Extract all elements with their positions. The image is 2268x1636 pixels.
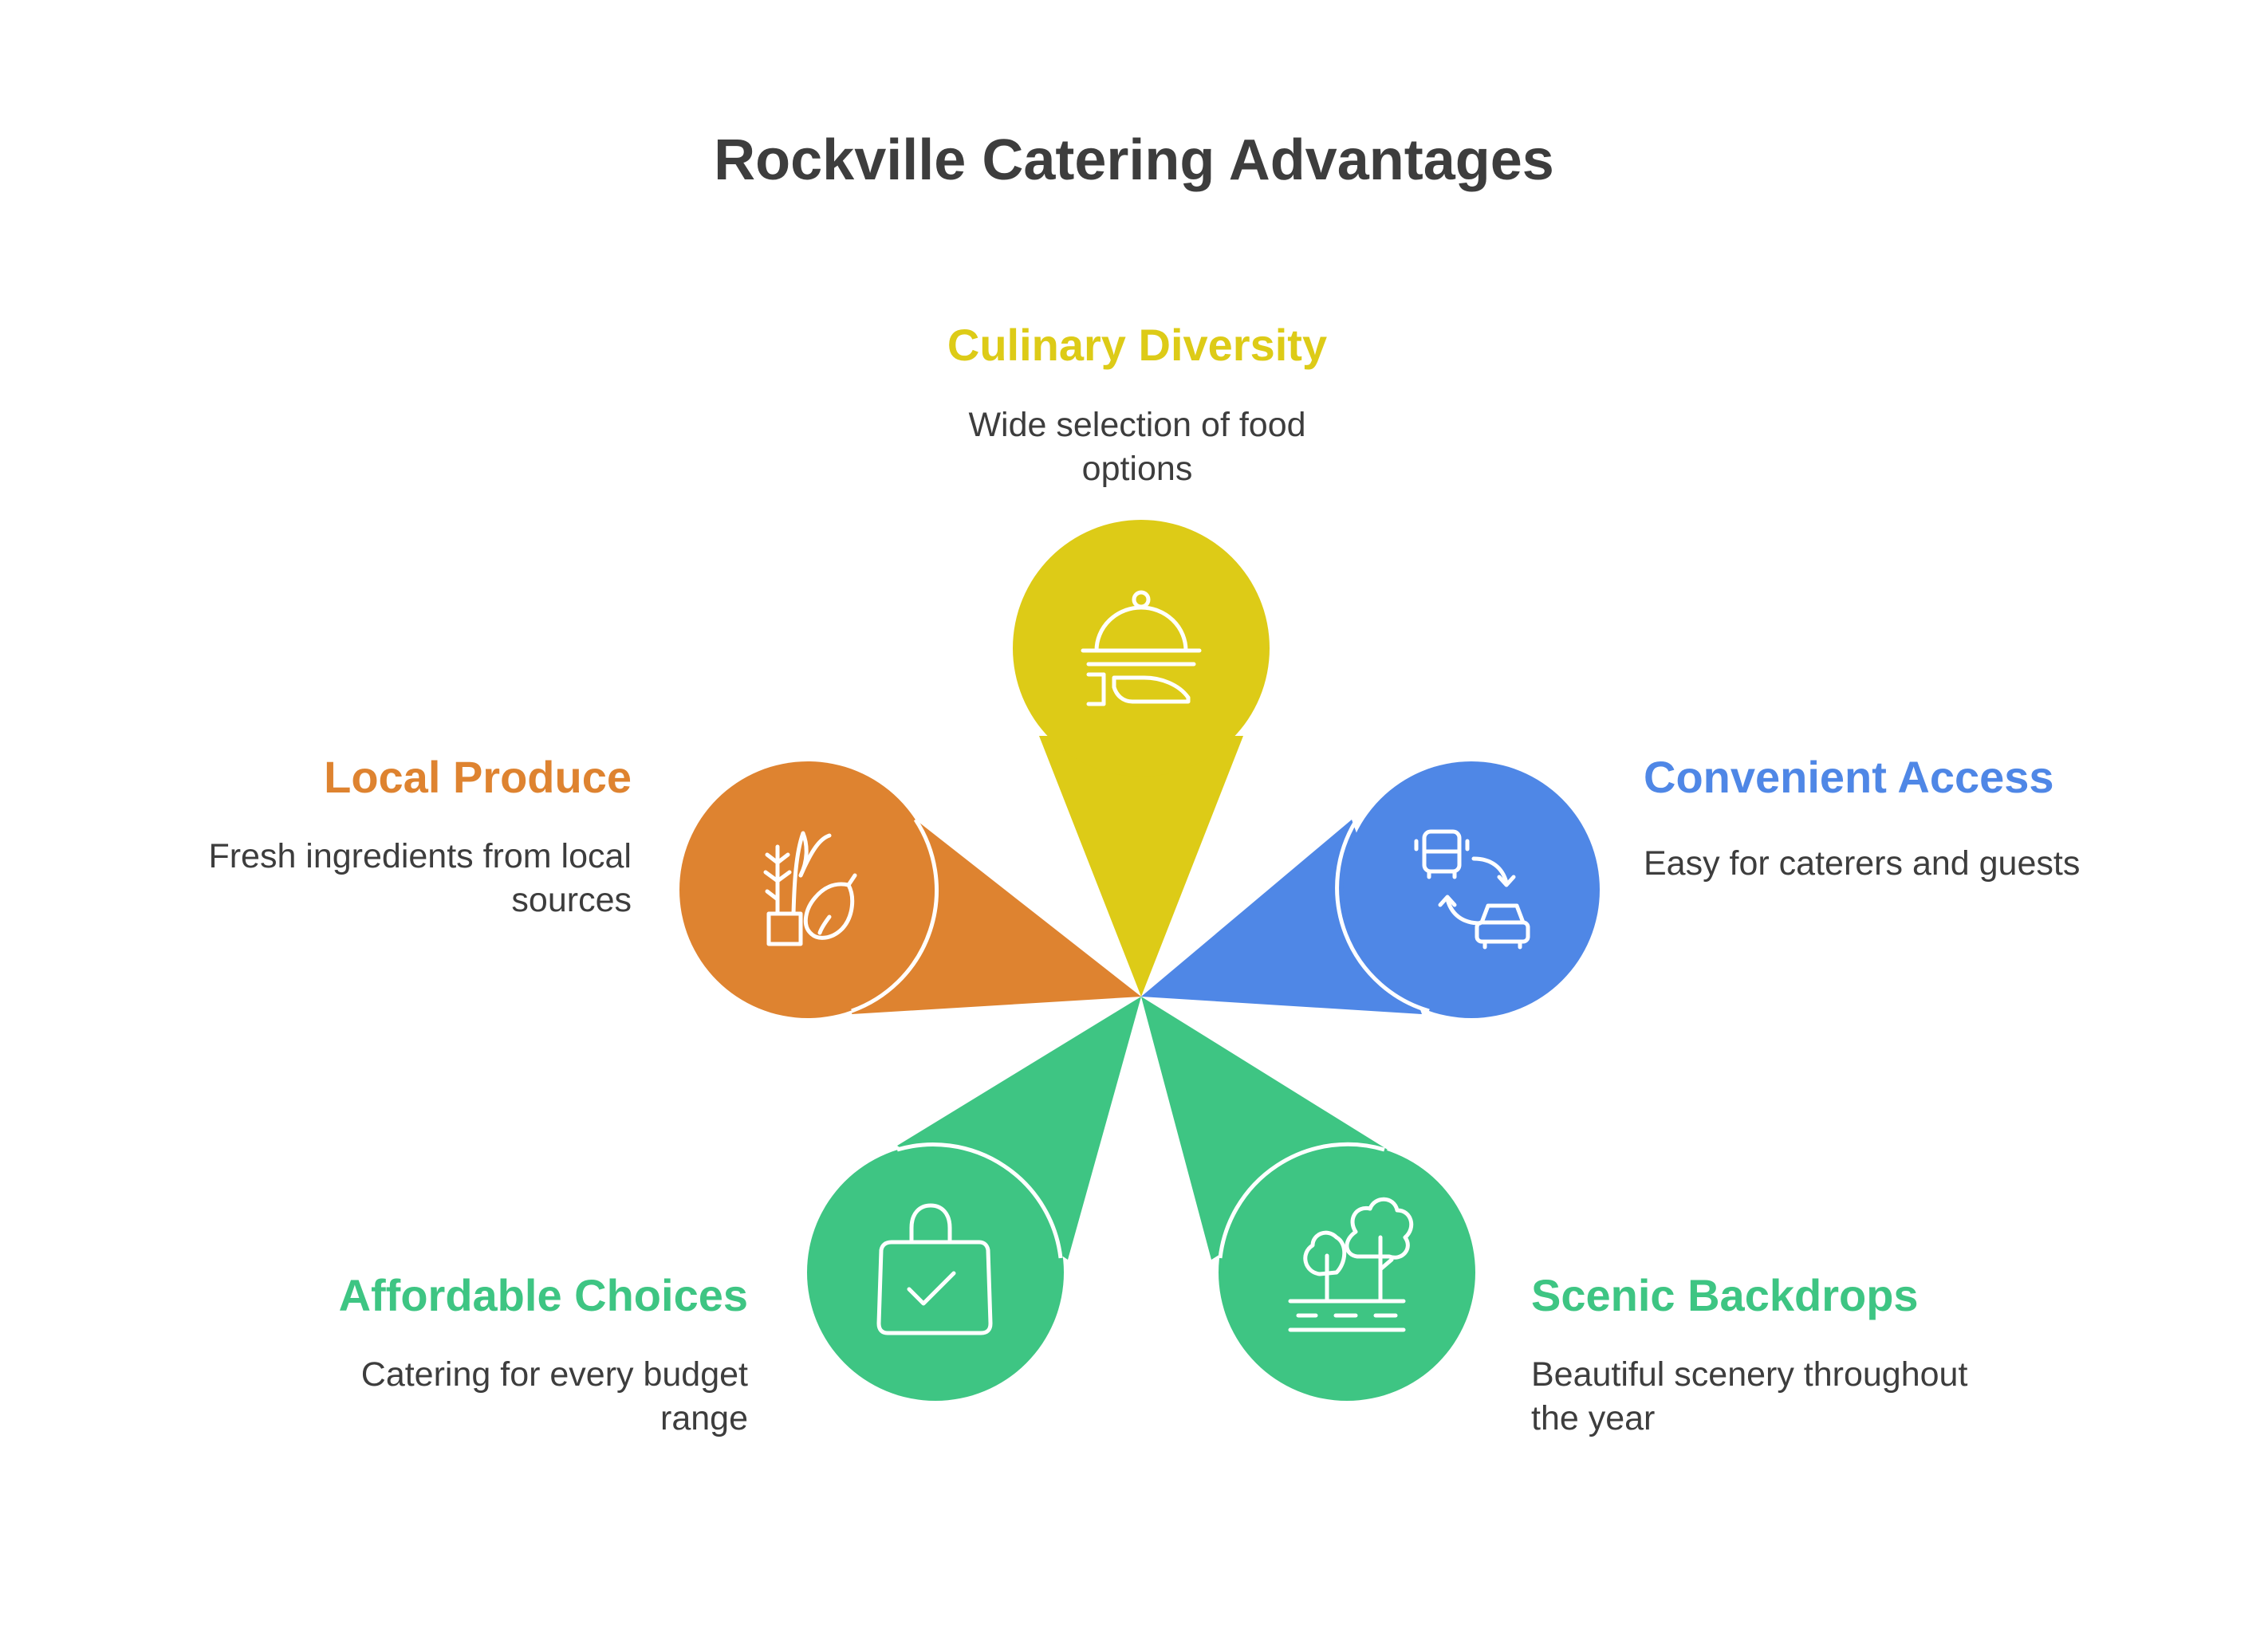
plant-pear-icon [763,831,857,946]
local-produce-heading: Local Produce [324,752,632,802]
petal-affordable-choices-circle [807,1144,1064,1401]
local-produce-description: Fresh ingredients from local sources [208,837,632,919]
scenic-backdrops-description: Beautiful scenery throughout the year [1531,1355,1968,1437]
convenient-access-description: Easy for caterers and guests [1644,844,2081,883]
petal-scenic-backdrops-tail [1141,997,1388,1260]
bus-car-transfer-icon [1414,829,1530,950]
petal-affordable-choices-tail [897,997,1141,1260]
petal-culinary-diversity [1013,520,1270,997]
trees-road-icon [1288,1197,1414,1332]
serving-cloche-icon [1081,590,1202,706]
shopping-bag-check-icon [876,1203,993,1335]
scenic-backdrops-heading: Scenic Backdrops [1531,1270,1919,1320]
petal-culinary-diversity-circle [1013,520,1270,777]
petal-scenic-backdrops-circle [1219,1144,1475,1401]
affordable-choices-description: Catering for every budget range [360,1355,748,1437]
culinary-diversity-heading: Culinary Diversity [947,320,1328,370]
affordable-choices-heading: Affordable Choices [338,1270,748,1320]
petal-scenic-backdrops [1141,997,1475,1401]
petal-local-produce [679,761,1141,1018]
petal-convenient-access [1141,761,1600,1018]
diagram-title: Rockville Catering Advantages [714,128,1554,192]
culinary-diversity-description: Wide selection of food options [968,406,1306,488]
petal-convenient-access-circle [1343,761,1600,1018]
petal-affordable-choices [807,997,1141,1401]
petal-culinary-diversity-tail [1039,736,1243,997]
convenient-access-heading: Convenient Access [1644,752,2054,802]
petal-local-produce-circle [679,761,936,1018]
